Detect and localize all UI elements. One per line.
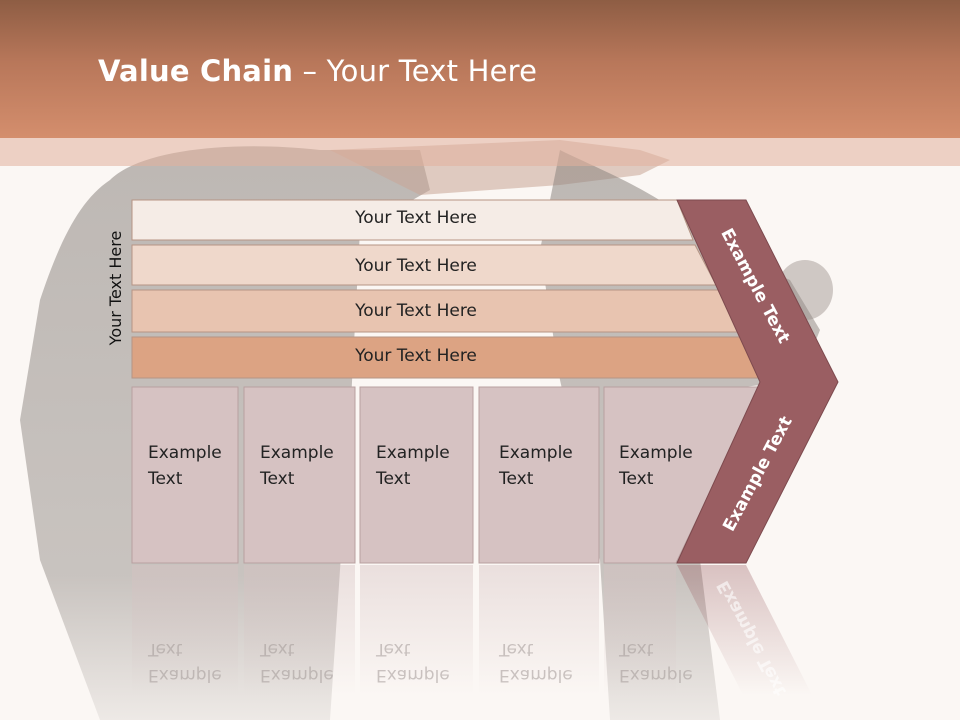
box-label-line: Text: [260, 469, 295, 489]
box-label-2: Example Text: [260, 440, 334, 492]
title-header-bar: [0, 0, 960, 138]
slide-title: Value Chain – Your Text Here: [98, 54, 537, 88]
box-label-line: Example: [499, 665, 573, 685]
header-accent-band: [0, 138, 960, 166]
row-label-2: Your Text Here: [355, 256, 477, 276]
chevron-arrow-shape: [676, 199, 839, 564]
box-label-5: Example Text: [619, 440, 693, 492]
support-box-shape: [243, 386, 356, 564]
box-label-line: Text: [619, 639, 654, 659]
box-label-reflection: Example Text: [619, 636, 693, 688]
box-label-reflection: Example Text: [376, 636, 450, 688]
box-label-3: Example Text: [376, 440, 450, 492]
box-label-line: Text: [148, 639, 183, 659]
box-label-line: Example: [148, 665, 222, 685]
box-label-line: Example: [619, 443, 693, 463]
box-label-line: Text: [376, 639, 411, 659]
box-label-reflection: Example Text: [499, 636, 573, 688]
box-reflection: [244, 565, 355, 695]
box-reflection: [132, 565, 238, 695]
box-label-reflection: Example Text: [148, 636, 222, 688]
box-reflection: [604, 565, 676, 695]
support-box-shape: [478, 386, 600, 564]
support-box-shape: [359, 386, 474, 564]
box-label-line: Text: [619, 469, 654, 489]
chevron-reflection: [677, 565, 812, 695]
box-reflection: [360, 565, 473, 695]
title-rest-part: – Your Text Here: [293, 54, 538, 88]
row-label-1: Your Text Here: [355, 208, 477, 228]
box-label-line: Text: [376, 469, 411, 489]
box-label-line: Text: [260, 639, 295, 659]
box-label-line: Example: [148, 443, 222, 463]
row-label-4: Your Text Here: [355, 346, 477, 366]
box-label-line: Example: [376, 443, 450, 463]
value-row-shape: [131, 199, 694, 241]
row-label-3: Your Text Here: [355, 301, 477, 321]
box-label-1: Example Text: [148, 440, 222, 492]
box-label-4: Example Text: [499, 440, 573, 492]
box-label-line: Example: [260, 443, 334, 463]
support-box-shape: [131, 386, 239, 564]
title-bold-part: Value Chain: [98, 54, 294, 88]
box-label-reflection: Example Text: [260, 636, 334, 688]
box-label-line: Example: [499, 443, 573, 463]
box-label-line: Example: [260, 665, 334, 685]
support-box-shape: [603, 386, 761, 564]
box-label-line: Example: [619, 665, 693, 685]
box-label-line: Text: [499, 469, 534, 489]
box-label-line: Example: [376, 665, 450, 685]
box-label-line: Text: [148, 469, 183, 489]
box-reflection: [479, 565, 599, 695]
box-label-line: Text: [499, 639, 534, 659]
